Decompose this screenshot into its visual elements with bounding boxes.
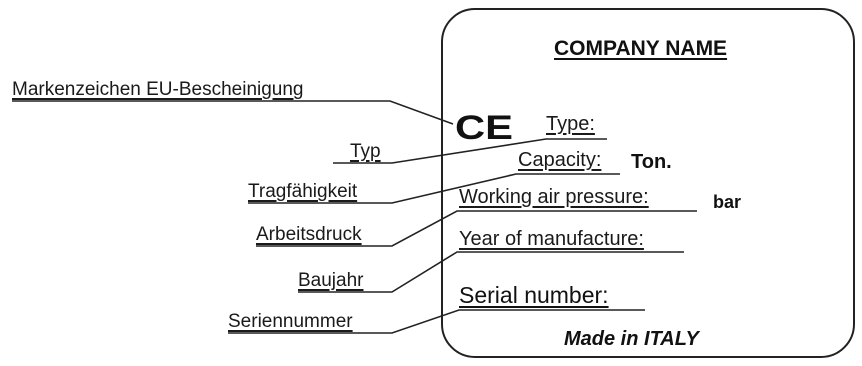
leader-capacity: [248, 173, 620, 204]
ce-mark-text: CE: [455, 109, 513, 143]
callout-capacity: Tragfähigkeit: [248, 181, 358, 202]
callout-ce-mark: Markenzeichen EU-Bescheinigung: [12, 79, 304, 100]
callout-type: Typ: [350, 141, 381, 162]
made-in-italy: Made in ITALY: [564, 328, 699, 350]
type-field: Type:: [546, 113, 595, 135]
serial-number-field: Serial number:: [459, 282, 609, 308]
working-air-pressure-field: Working air pressure:: [459, 186, 649, 208]
leader-year: [298, 251, 684, 293]
callout-year: Baujahr: [298, 270, 364, 291]
capacity-field: Capacity:: [518, 149, 602, 171]
ce-mark-icon: CE: [455, 109, 513, 143]
leader-type: [333, 138, 607, 164]
capacity-unit: Ton.: [631, 151, 672, 173]
leader-serial: [228, 309, 645, 334]
company-name: COMPANY NAME: [554, 37, 728, 60]
callout-pressure: Arbeitsdruck: [256, 224, 362, 245]
leader-pressure: [256, 210, 697, 247]
leader-ce-mark: [12, 100, 454, 125]
nameplate-outline: [441, 8, 855, 358]
callout-serial: Seriennummer: [228, 311, 353, 332]
year-of-manufacture-field: Year of manufacture:: [459, 228, 644, 250]
pressure-unit: bar: [713, 192, 742, 212]
